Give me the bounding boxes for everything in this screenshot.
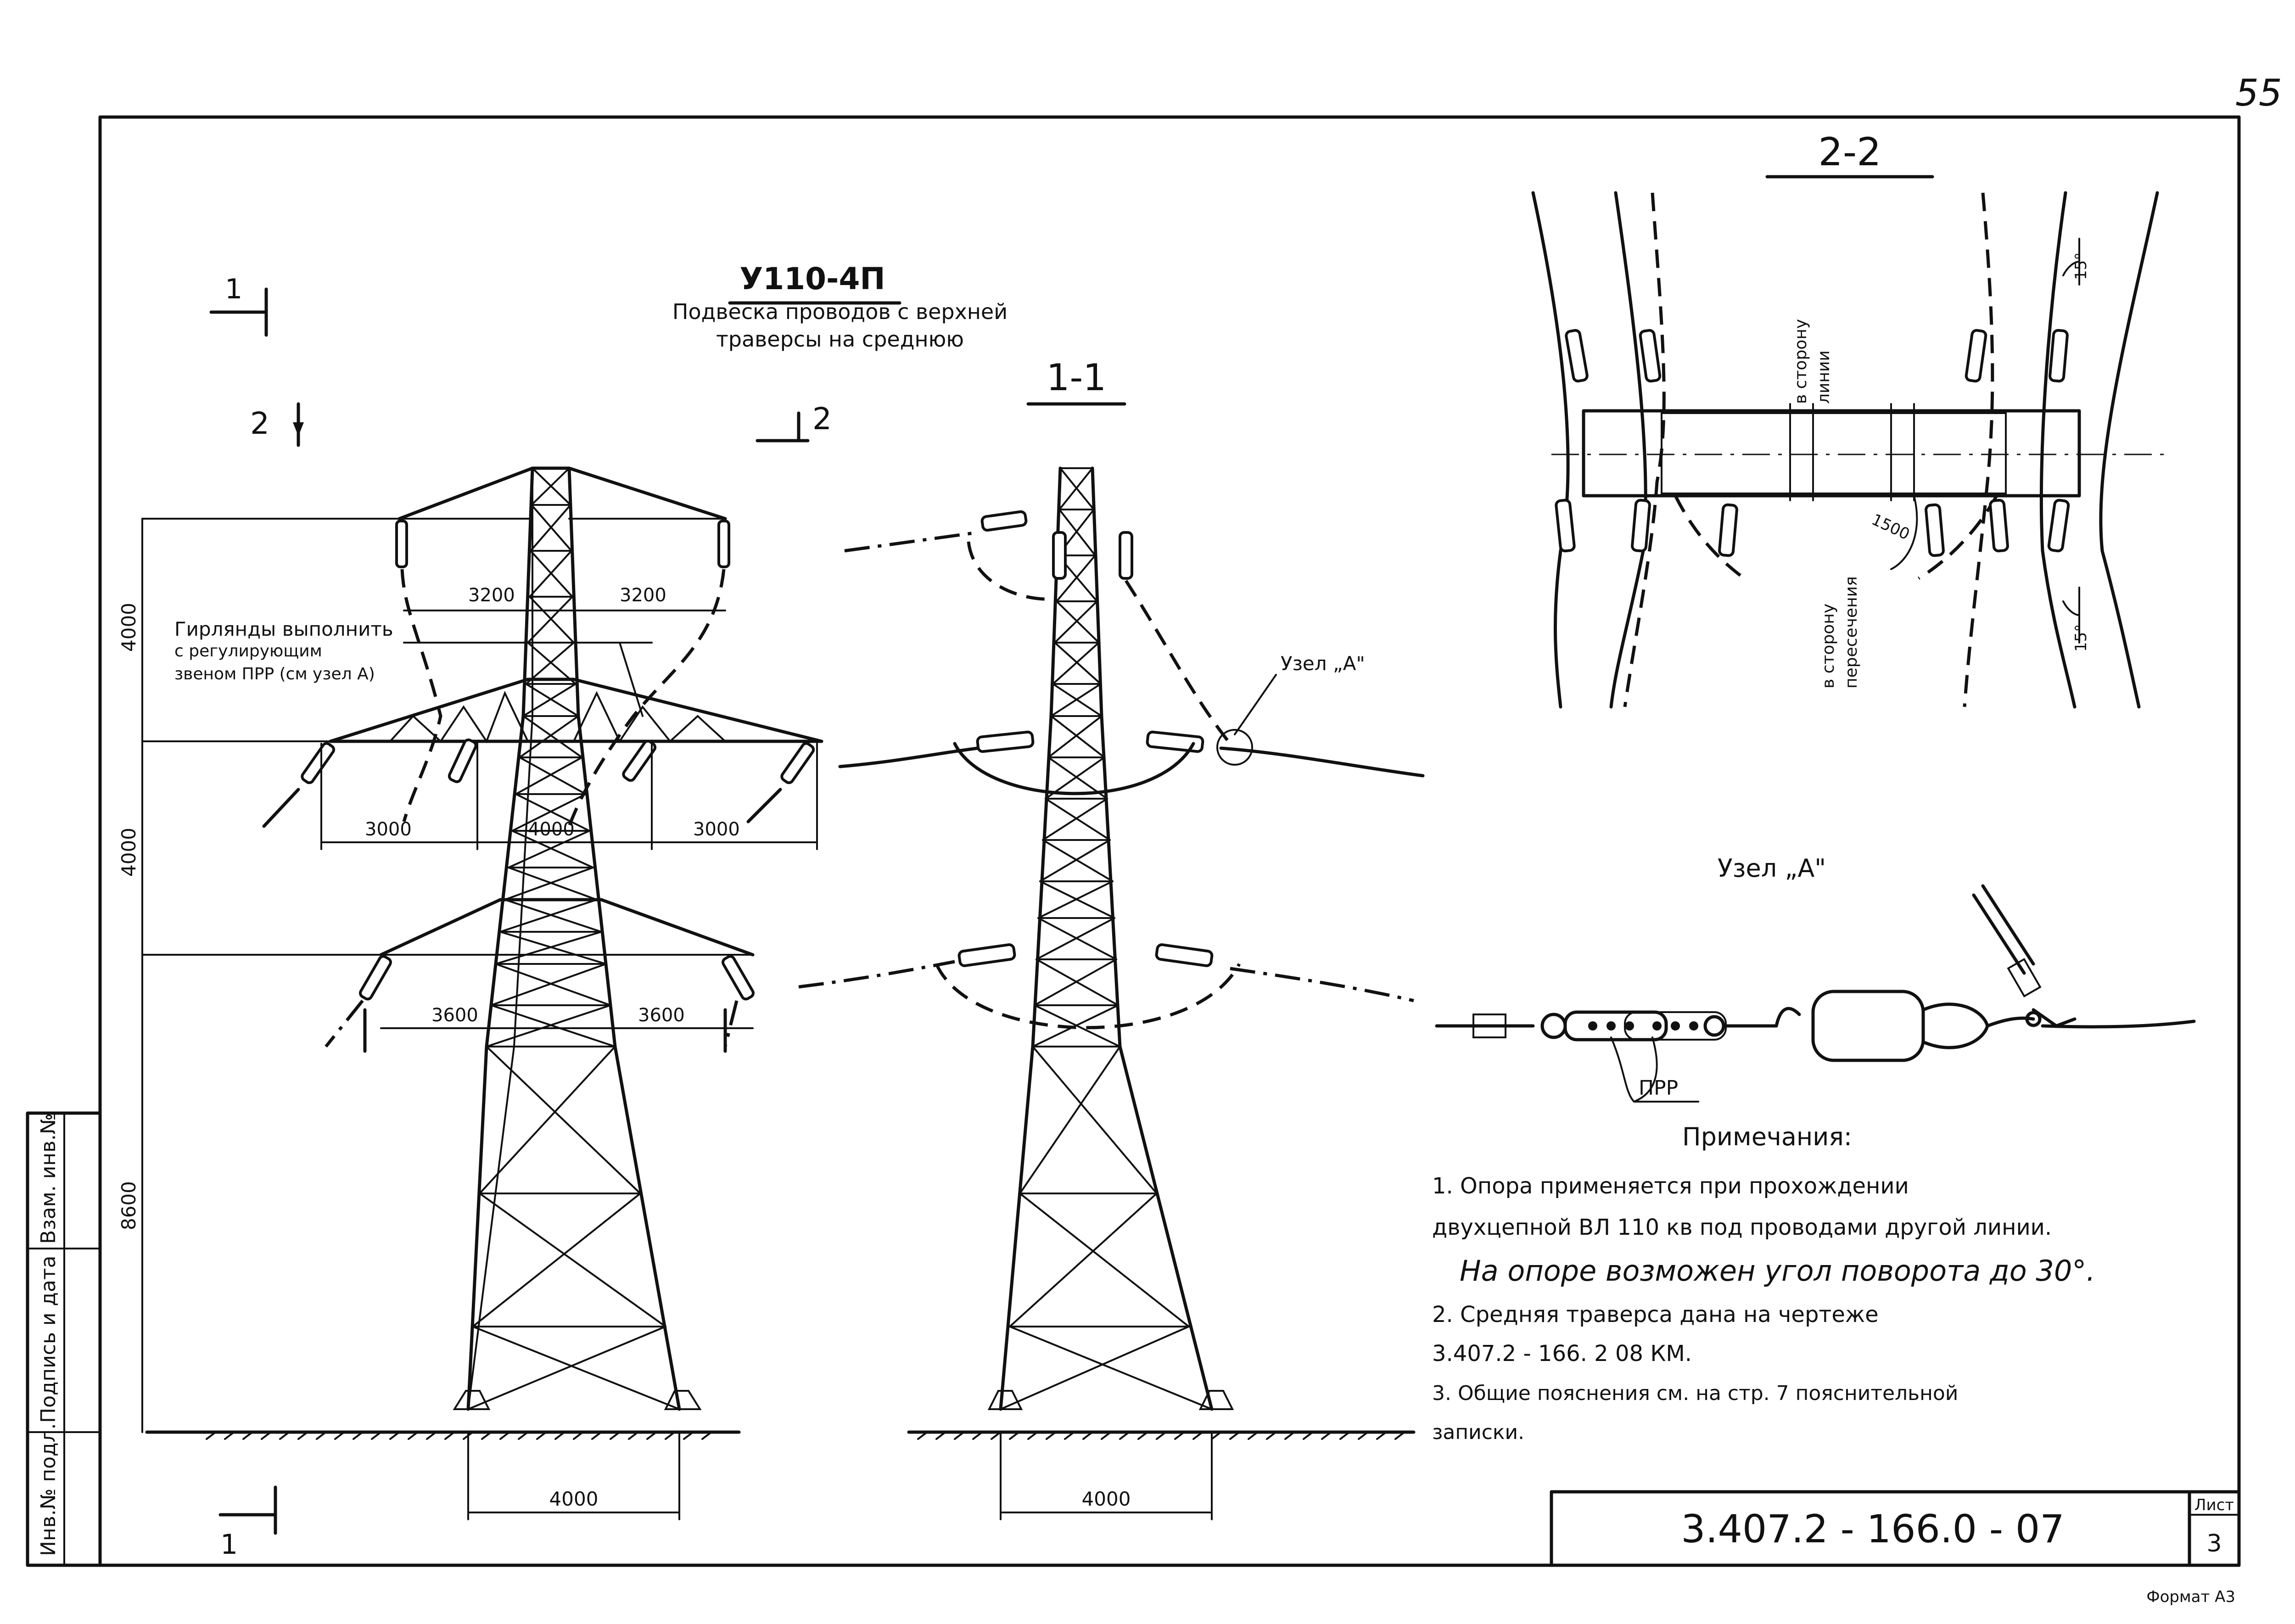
note-3-line-1: 3. Общие пояснения см. на стр. 7 пояснит… [1432,1382,1958,1405]
dim-low-right: 3600 [638,1005,685,1026]
plan-view-label: 2-2 [1818,129,1881,174]
dim-height-low: 8600 [118,1181,140,1230]
note-2-line-1: 2. Средняя траверса дана на чертеже [1432,1302,1879,1327]
plan-toward-line-1: в сторону [1791,319,1810,404]
garland-note-line3: звеном ПРР (см узел А) [174,665,375,683]
dim-base-side: 4000 [1082,1488,1131,1510]
notes-block: Примечания: 1. Опора применяется при про… [1432,1122,2095,1444]
dim-low-left: 3600 [431,1005,478,1026]
dim-height-mid: 4000 [118,828,140,877]
plan-toward-line-2: линии [1814,350,1833,404]
dim-base-front: 4000 [549,1488,599,1510]
document-code: 3.407.2 - 166.0 - 07 [1681,1506,2064,1551]
dim-top-left: 3200 [468,585,515,606]
stamp-inv-podl: Инв.№ подл. [37,1423,60,1556]
notes-heading: Примечания: [1682,1122,1852,1151]
sheet-label: Лист [2194,1496,2234,1514]
dim-mid-right: 3000 [693,819,740,840]
format-label: Формат А3 [2146,1588,2235,1606]
ground-hatching-front [206,1431,712,1440]
dim-plan-radius: 1500 [1869,510,1912,544]
garland-note-line1: Гирлянды выполнить [174,618,393,640]
node-a-callout: Узел „А" [1281,652,1365,675]
node-part-label: ПРР [1639,1076,1678,1100]
drawing-subtitle-line1: Подвеска проводов с верхней [672,299,1008,324]
side-view-label: 1-1 [1047,356,1107,399]
garland-note-line2: с регулирующим [174,642,322,661]
svg-text:1: 1 [220,1529,238,1561]
front-view-tower: 4000 4000 8600 3200 3200 3000 4000 3000 … [118,466,823,1520]
dim-mid-left: 3000 [365,819,412,840]
dim-top-right: 3200 [620,585,666,606]
svg-text:2: 2 [250,406,269,441]
mid-insulators [301,738,815,784]
node-a-marker [1216,729,1253,766]
side-view-tower: 1-1 [798,356,1425,1520]
section-mark-1-bottom: 1 [218,1485,277,1561]
plan-toward-cross-2: пересечения [1842,576,1861,689]
page-number: 55 [2235,72,2282,114]
plan-toward-cross-1: в сторону [1819,604,1838,689]
ground-hatching-side [917,1431,1405,1440]
section-mark-2-left: 2 [250,402,304,447]
plan-angle-bottom: 15° [2072,624,2090,652]
side-stamp: Инв.№ подл. Подпись и дата Взам. инв.№ [26,1111,102,1567]
section-mark-1-top: 1 [209,273,268,337]
dim-mid-center: 4000 [528,819,575,840]
dim-height-top: 4000 [118,603,140,652]
note-3-line-2: записки. [1432,1421,1524,1444]
note-2-line-2: 3.407.2 - 166. 2 08 КМ. [1432,1341,1692,1366]
note-1-line-3: На опоре возможен угол поворота до 30°. [1460,1254,2095,1288]
note-1-line-1: 1. Опора применяется при прохождении [1432,1173,1909,1199]
drawing-frame [98,115,2241,1567]
node-a-title: Узел „А" [1718,854,1826,883]
svg-text:2: 2 [812,401,832,437]
title-block: 3.407.2 - 166.0 - 07 Лист 3 [1550,1490,2241,1567]
stamp-vzam-inv: Взам. инв.№ [37,1113,60,1244]
plan-view: 2-2 [1531,129,2166,709]
section-mark-2-right: 2 [756,401,832,442]
sheet-number: 3 [2206,1530,2222,1557]
plan-insulators [1555,329,2070,557]
plan-angle-top: 15° [2072,252,2090,280]
svg-text:1: 1 [225,273,242,305]
note-1-line-2: двухцепной ВЛ 110 кв под проводами друго… [1432,1215,2052,1240]
node-a-detail: Узел „А" ПРР [1435,854,2196,1103]
stamp-podpis-data: Подпись и дата [37,1256,60,1423]
drawing-title-code: У110-4П [739,261,885,297]
drawing-subtitle-line2: траверсы на среднюю [716,327,964,352]
